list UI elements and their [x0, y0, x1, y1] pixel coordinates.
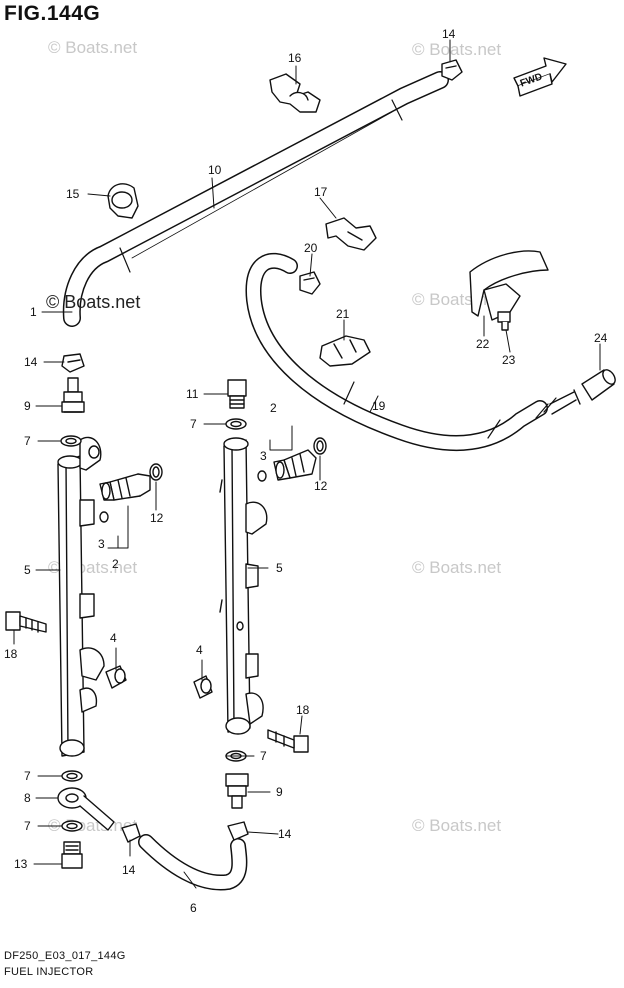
o-ring-12-left-inner	[152, 466, 160, 478]
watermark: © Boats.net	[412, 40, 502, 59]
callout-7: 7	[260, 749, 267, 763]
hose-10	[62, 71, 449, 327]
hose-19	[245, 252, 581, 452]
callout-10: 10	[208, 163, 222, 177]
callout-20: 20	[304, 241, 318, 255]
watermark: © Boats.net	[48, 38, 138, 57]
callout-1: 1	[30, 305, 37, 319]
leader-lines	[13, 39, 601, 889]
injector-2-right	[273, 449, 317, 481]
callout-2: 2	[270, 401, 277, 415]
callout-24: 24	[594, 331, 608, 345]
callout-7: 7	[24, 769, 31, 783]
callout-2: 2	[112, 557, 119, 571]
callout-5: 5	[276, 561, 283, 575]
callout-15: 15	[66, 187, 80, 201]
callout-13: 13	[14, 857, 28, 871]
union-9-lower	[225, 773, 249, 809]
callout-6: 6	[190, 901, 197, 915]
gasket-7	[60, 418, 247, 832]
injector-2-left	[99, 473, 151, 501]
callout-14: 14	[278, 827, 292, 841]
o-ring-12-right-inner	[316, 440, 324, 452]
fuel-rail-5-right	[219, 437, 268, 735]
fuel-rail-5-left	[57, 436, 105, 757]
union-8	[57, 787, 115, 831]
watermark-dark: © Boats.net	[46, 292, 141, 312]
hose-24	[581, 369, 616, 401]
union-9-upper	[61, 377, 85, 413]
o-ring-12-right	[313, 437, 327, 455]
figure-name: FUEL INJECTOR	[4, 966, 94, 978]
fwd-arrow-icon	[513, 57, 567, 97]
callout-12: 12	[314, 479, 328, 493]
clamp-17	[325, 217, 377, 251]
bolt-23	[497, 311, 511, 331]
bolt-18-right	[267, 729, 309, 753]
o-ring-3-right	[257, 470, 267, 482]
bolt-13	[61, 841, 83, 869]
clamp-21	[319, 335, 371, 367]
callout-18: 18	[296, 703, 310, 717]
callout-9: 9	[24, 399, 31, 413]
callout-16: 16	[288, 51, 302, 65]
callout-4: 4	[196, 643, 203, 657]
figure-title: FIG.144G	[4, 2, 101, 25]
callout-5: 5	[24, 563, 31, 577]
bolt-18-left	[5, 611, 47, 633]
callout-17: 17	[314, 185, 328, 199]
callout-14: 14	[442, 27, 456, 41]
watermark: © Boats.net	[412, 816, 502, 835]
clamp-15	[107, 183, 139, 219]
callout-3: 3	[98, 537, 105, 551]
spacer-4-left	[105, 665, 127, 689]
callout-14: 14	[122, 863, 136, 877]
callout-7: 7	[24, 434, 31, 448]
clip-14-lower-left	[121, 823, 141, 843]
hose-6	[138, 834, 248, 891]
callout-19: 19	[372, 399, 386, 413]
callout-4: 4	[110, 631, 117, 645]
model-code: DF250_E03_017_144G	[4, 950, 126, 962]
callout-3: 3	[260, 449, 267, 463]
o-ring-12-left	[149, 463, 163, 481]
clip-20	[299, 271, 321, 295]
clip-14-left	[61, 353, 85, 373]
clip-14-lower-right	[227, 821, 249, 841]
watermark: © Boats.net	[412, 558, 502, 577]
o-ring-3-left	[99, 511, 109, 523]
callout-22: 22	[476, 337, 490, 351]
callout-14: 14	[24, 355, 38, 369]
clamp-16	[269, 73, 321, 113]
callout-7: 7	[190, 417, 197, 431]
callout-23: 23	[502, 353, 516, 367]
callout-11: 11	[186, 387, 199, 401]
plug-11	[227, 379, 247, 409]
callout-12: 12	[150, 511, 164, 525]
spacer-4-right	[193, 675, 213, 699]
callout-7: 7	[24, 819, 31, 833]
clip-14-top	[441, 59, 463, 81]
callout-18: 18	[4, 647, 18, 661]
callout-8: 8	[24, 791, 31, 805]
callout-9: 9	[276, 785, 283, 799]
bracket-22	[469, 250, 549, 321]
callout-21: 21	[336, 307, 350, 321]
